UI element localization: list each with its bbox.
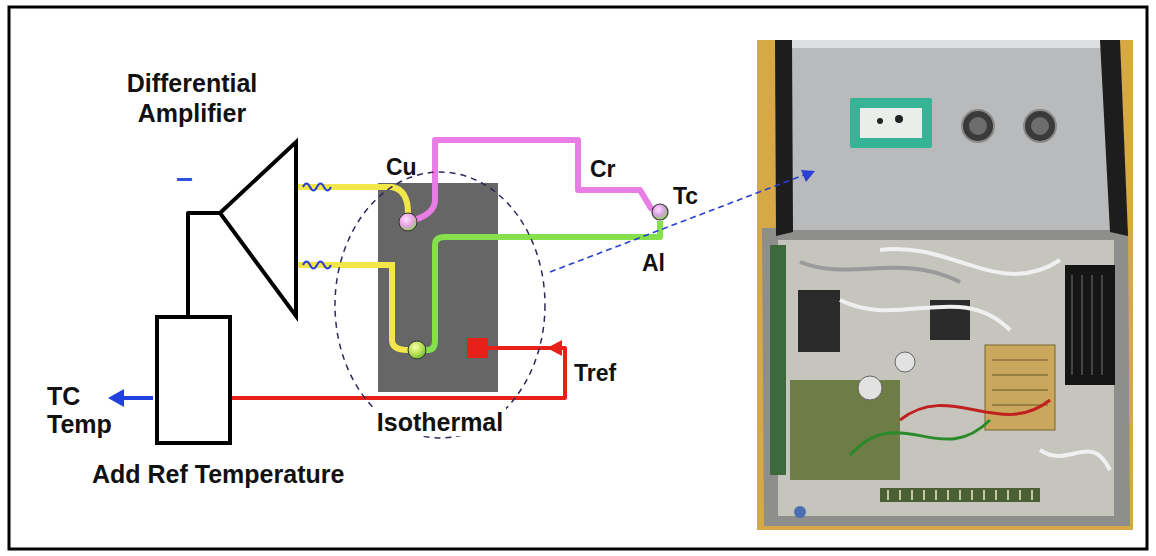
round-connector — [962, 110, 994, 142]
circuit-board — [770, 245, 786, 475]
module-face — [860, 108, 922, 138]
junction-dot — [399, 213, 417, 231]
junction-outline — [651, 203, 669, 221]
region-label: Isothermal — [374, 408, 506, 436]
signal-line — [188, 213, 220, 315]
panel-module — [850, 98, 932, 148]
input-sign: – — [176, 162, 193, 194]
reference-line — [232, 340, 565, 398]
output-arrowhead — [108, 389, 124, 407]
reference-sensor — [467, 338, 488, 358]
lid-side — [775, 40, 793, 236]
box-label: Add Ref Temperature — [92, 459, 344, 489]
transformer-winding — [992, 360, 1048, 405]
noise-squiggle — [303, 262, 331, 269]
copper-wire — [333, 265, 408, 350]
capacitor — [858, 376, 882, 400]
capacitor — [895, 352, 915, 372]
reference-box: Add Ref Temperature — [155, 315, 232, 445]
noise-squiggle — [303, 184, 331, 191]
junction-circle — [652, 204, 668, 220]
pointer-line — [550, 175, 804, 272]
outer-frame — [9, 7, 1147, 549]
heatsink-fins — [1072, 275, 1102, 375]
arrowhead — [547, 340, 562, 356]
heatsink — [1065, 265, 1115, 385]
wire — [800, 262, 960, 282]
output-label: TC — [47, 382, 80, 410]
box-floor — [778, 240, 1114, 516]
copper-wire-path — [298, 184, 333, 190]
alumel-wire — [547, 221, 660, 237]
measuring-junction: Tc — [651, 203, 669, 221]
wire — [1040, 450, 1110, 470]
amplifier-shape — [220, 142, 296, 316]
terminal-strip — [880, 488, 1040, 502]
transformer — [985, 345, 1055, 430]
pointer-arrowhead — [801, 170, 815, 182]
alumel-wire-path — [547, 221, 660, 237]
photo-background — [757, 40, 1133, 530]
isothermal-outline — [333, 170, 547, 440]
wire-label: Cr — [590, 156, 616, 182]
amplifier-outline — [218, 140, 298, 318]
module-hole — [895, 115, 903, 123]
amplifier-label: Differential Amplifier — [107, 68, 277, 128]
isothermal-ellipse — [335, 172, 545, 438]
instrument-photo — [757, 40, 1133, 530]
junction-label: Tc — [673, 183, 698, 209]
relay — [798, 290, 840, 352]
amplifier-triangle: Differential Amplifier — [218, 140, 298, 318]
terminals — [888, 490, 1032, 500]
isothermal-region: Isothermal — [333, 170, 547, 440]
signal-line-path — [188, 213, 220, 315]
chromel-wire-path — [435, 140, 652, 210]
output-label: Temp — [47, 410, 112, 438]
wire — [850, 420, 990, 455]
box-lid — [790, 44, 1110, 230]
round-connector — [1024, 110, 1056, 142]
wire — [840, 300, 1010, 330]
alumel-wire — [417, 237, 547, 350]
chromel-wire — [435, 140, 652, 210]
copper-wire-path — [298, 262, 333, 268]
wire — [900, 400, 1050, 420]
box-wall — [762, 228, 1130, 526]
connector-core — [969, 117, 987, 135]
reference-wire — [488, 346, 547, 350]
module-hole — [877, 118, 883, 124]
circuit-board — [790, 380, 900, 480]
output-arrow — [120, 396, 153, 400]
wire-label: Cu — [386, 154, 417, 180]
junction-dot — [408, 341, 426, 359]
copper-wire — [333, 187, 408, 213]
wire-label: Al — [642, 250, 665, 276]
connector-core — [1031, 117, 1049, 135]
toggle-switch — [794, 506, 806, 518]
wire-label: Tref — [574, 360, 616, 386]
lid-edge — [790, 40, 1102, 48]
reference-line-path — [232, 348, 565, 398]
lid-side — [1100, 40, 1128, 236]
